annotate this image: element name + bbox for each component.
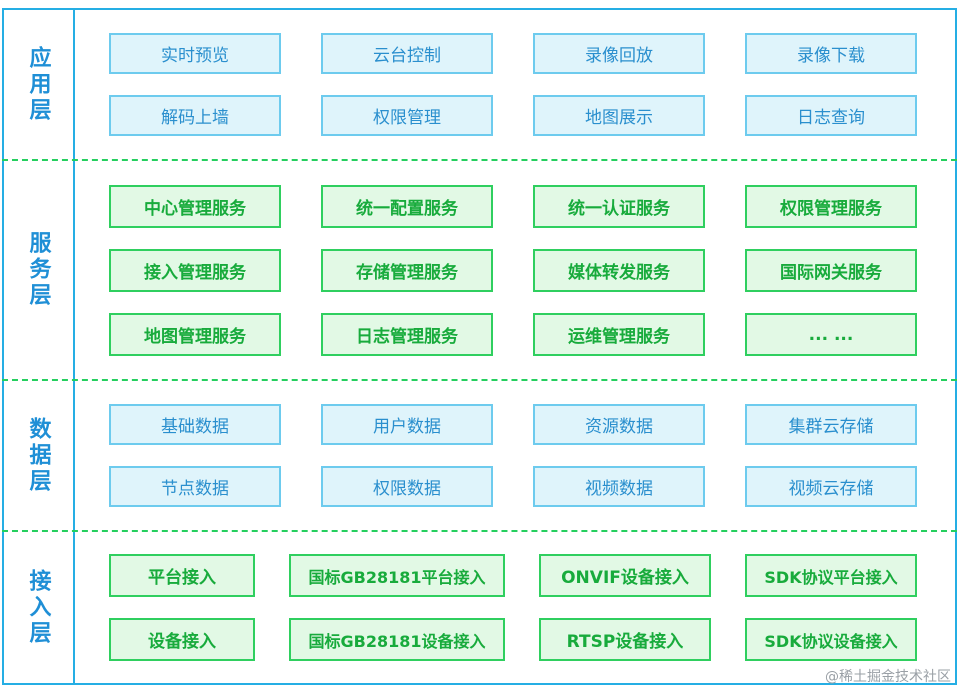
access-item-device: 设备接入 <box>109 618 255 661</box>
service-item-more: ... ... <box>745 313 917 356</box>
app-item-download: 录像下载 <box>745 33 917 74</box>
app-item-decode-wall: 解码上墙 <box>109 95 281 136</box>
access-item-gb28181-platform: 国标GB28181平台接入 <box>289 554 505 597</box>
service-item-storage: 存储管理服务 <box>321 249 493 292</box>
layer-divider-data-access <box>2 530 957 532</box>
access-item-sdk-platform: SDK协议平台接入 <box>745 554 917 597</box>
access-item-platform: 平台接入 <box>109 554 255 597</box>
app-item-ptz-control: 云台控制 <box>321 33 493 74</box>
service-item-access-mgmt: 接入管理服务 <box>109 249 281 292</box>
data-item-video: 视频数据 <box>533 466 705 507</box>
service-item-config: 统一配置服务 <box>321 185 493 228</box>
service-item-map-mgmt: 地图管理服务 <box>109 313 281 356</box>
service-item-center-mgmt: 中心管理服务 <box>109 185 281 228</box>
app-item-realtime-preview: 实时预览 <box>109 33 281 74</box>
access-item-rtsp: RTSP设备接入 <box>539 618 711 661</box>
watermark: @稀土掘金技术社区 <box>825 669 951 685</box>
service-item-gateway: 国际网关服务 <box>745 249 917 292</box>
app-item-map: 地图展示 <box>533 95 705 136</box>
service-item-ops-mgmt: 运维管理服务 <box>533 313 705 356</box>
data-item-resource: 资源数据 <box>533 404 705 445</box>
label-column-divider <box>73 8 75 685</box>
service-item-media-forward: 媒体转发服务 <box>533 249 705 292</box>
layer-label-data: 数据层 <box>25 416 51 495</box>
service-item-permission: 权限管理服务 <box>745 185 917 228</box>
service-item-log-mgmt: 日志管理服务 <box>321 313 493 356</box>
layer-label-access: 接入层 <box>25 568 51 647</box>
app-item-playback: 录像回放 <box>533 33 705 74</box>
layer-divider-service-data <box>2 379 957 381</box>
data-item-user: 用户数据 <box>321 404 493 445</box>
access-item-sdk-device: SDK协议设备接入 <box>745 618 917 661</box>
app-item-log-query: 日志查询 <box>745 95 917 136</box>
access-item-onvif: ONVIF设备接入 <box>539 554 711 597</box>
data-item-permission: 权限数据 <box>321 466 493 507</box>
layer-label-service: 服务层 <box>25 231 51 309</box>
data-item-video-storage: 视频云存储 <box>745 466 917 507</box>
access-item-gb28181-device: 国标GB28181设备接入 <box>289 618 505 661</box>
layer-divider-app-service <box>2 159 957 161</box>
architecture-frame <box>2 8 957 685</box>
data-item-cluster-storage: 集群云存储 <box>745 404 917 445</box>
service-item-auth: 统一认证服务 <box>533 185 705 228</box>
data-item-basic: 基础数据 <box>109 404 281 445</box>
layer-label-app: 应用层 <box>25 45 51 124</box>
app-item-permission: 权限管理 <box>321 95 493 136</box>
data-item-node: 节点数据 <box>109 466 281 507</box>
